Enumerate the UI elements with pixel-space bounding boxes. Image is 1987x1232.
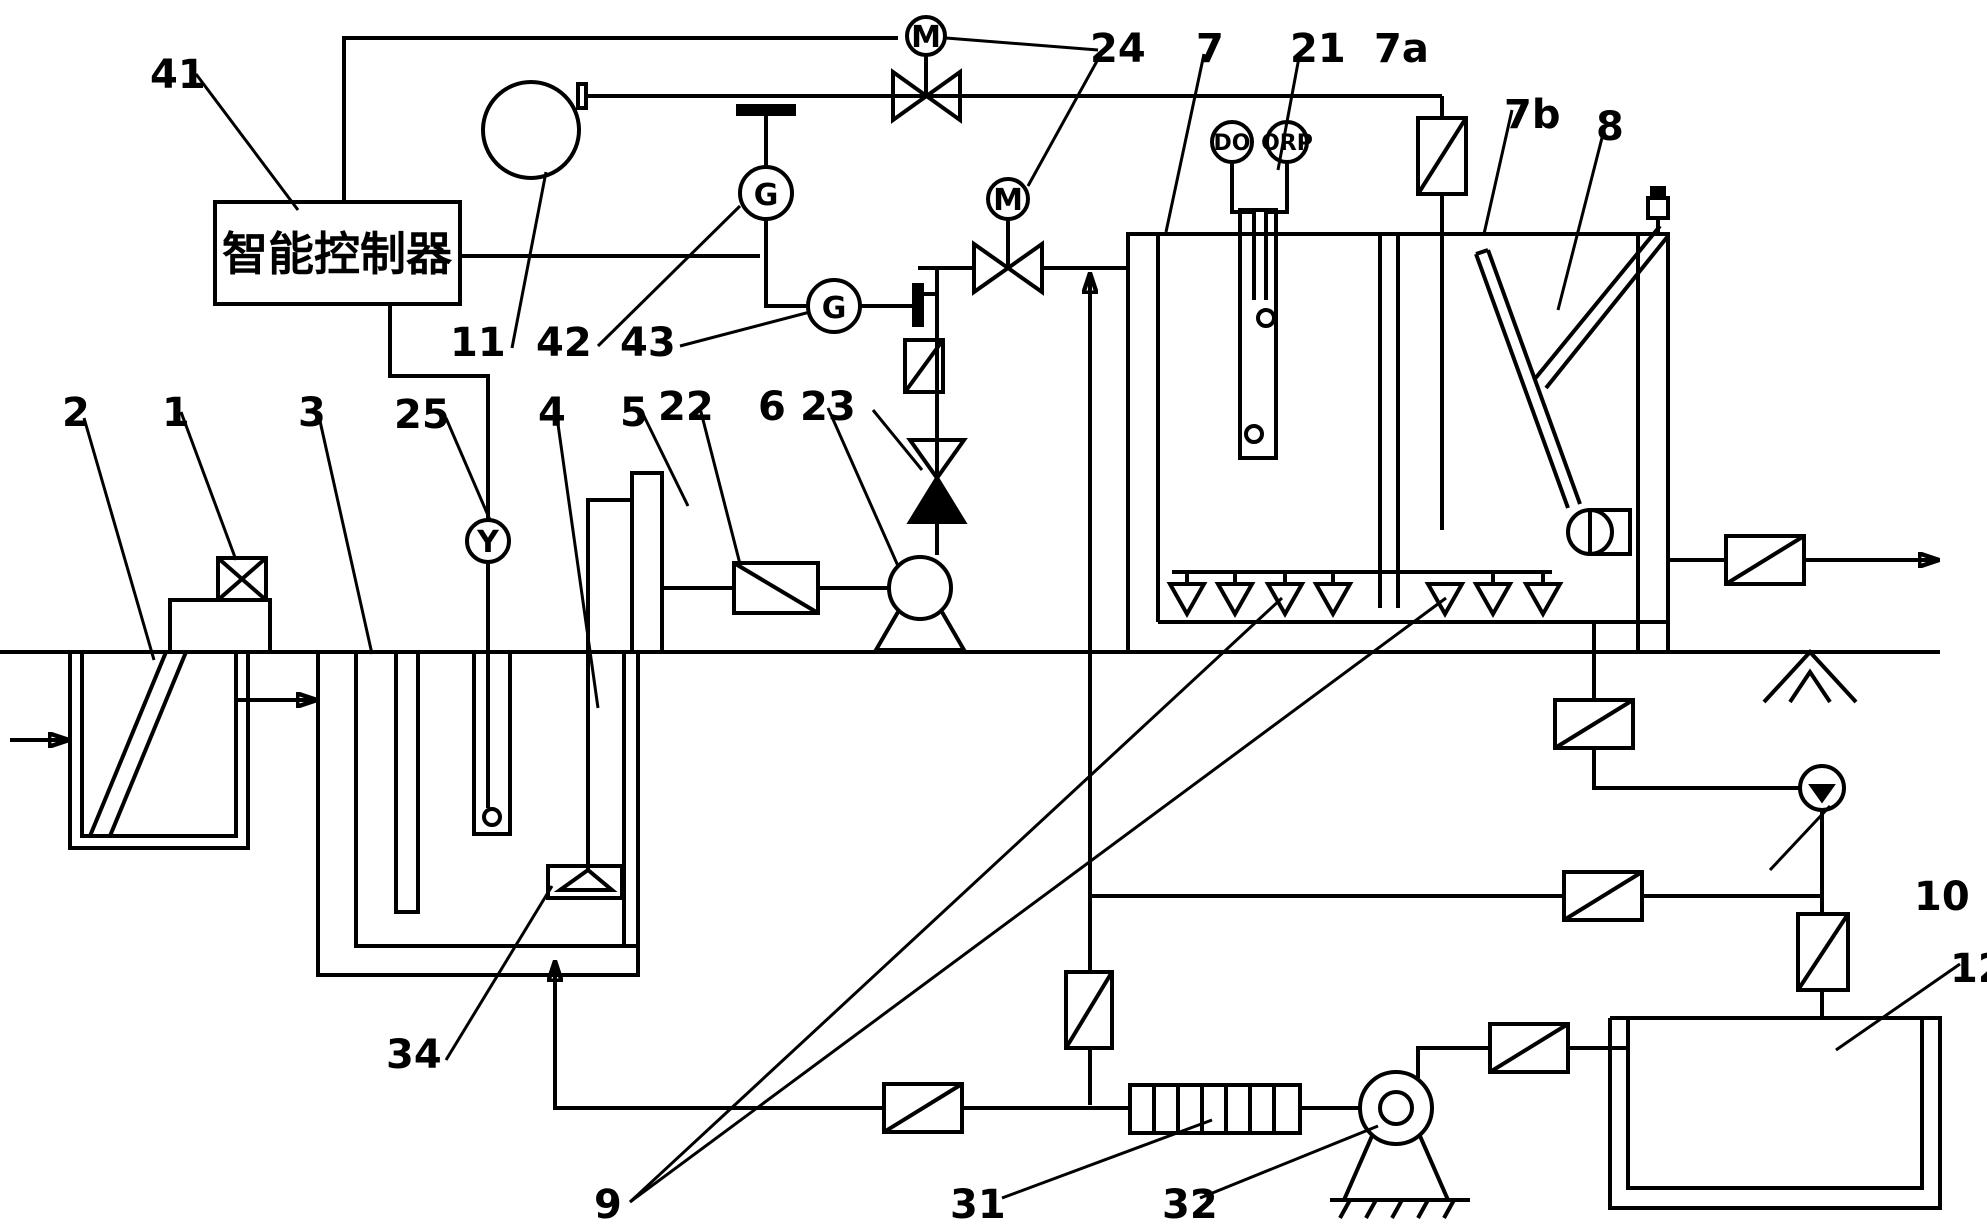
motor-symbol-top: M [911, 20, 941, 55]
label-41: 41 [150, 52, 206, 98]
label-9: 9 [594, 1182, 622, 1228]
level-probe-25: Y [465, 518, 512, 836]
do-symbol: DO [1214, 131, 1251, 156]
label-7: 7 [1196, 26, 1224, 72]
label-1: 1 [162, 390, 190, 436]
sludge-to-pump10 [1592, 748, 1800, 790]
label-3: 3 [298, 390, 326, 436]
sludge-pump-10 [1798, 764, 1846, 812]
flange [912, 283, 924, 327]
motor-symbol-24: M [993, 183, 1023, 218]
gauge-43: G [806, 278, 862, 334]
blower [481, 80, 581, 180]
label-25: 25 [394, 392, 450, 438]
label-8: 8 [1596, 104, 1624, 150]
label-2: 2 [62, 390, 90, 436]
controller-text: 智能控制器 [222, 227, 453, 281]
check-valve-23 [906, 438, 968, 524]
label-6: 6 [758, 384, 786, 430]
standpipe-5 [630, 471, 664, 654]
label-12: 12 [1950, 946, 1987, 992]
label-23: 23 [800, 384, 856, 430]
number-labels: 41 11 42 43 24 7 21 7a 7b 8 10 12 22 6 2… [62, 26, 1987, 1228]
label-32: 32 [1162, 1182, 1218, 1228]
pump-32 [1330, 1070, 1470, 1219]
diffusers-9 [1166, 572, 1564, 619]
ground-support [1762, 649, 1858, 704]
label-10: 10 [1914, 874, 1970, 920]
gauge-42: G [738, 165, 794, 221]
leader-lines [82, 36, 1961, 1204]
probe-tip-lower [1244, 424, 1264, 444]
label-43: 43 [620, 320, 676, 366]
label-31: 31 [950, 1182, 1006, 1228]
bottom-pipe [553, 964, 1130, 1110]
label-22: 22 [658, 384, 714, 430]
blower-outlet [576, 82, 588, 110]
controller-wire-level [388, 304, 490, 520]
pump-6 [872, 555, 968, 652]
controller-wire-top [342, 36, 898, 202]
grid-tank [68, 651, 250, 850]
level-symbol: Y [476, 525, 500, 560]
label-34: 34 [386, 1032, 442, 1078]
pump32-to-tank12 [1416, 1046, 1490, 1078]
orp-symbol: ORP [1261, 131, 1313, 156]
diffuser-34 [546, 864, 624, 900]
gauge-symbol-42: G [754, 178, 779, 213]
label-42: 42 [536, 320, 592, 366]
label-7a: 7a [1374, 26, 1429, 72]
label-5: 5 [620, 390, 648, 436]
air-branch-stub [736, 104, 796, 116]
diffuser-34-cone [553, 867, 618, 892]
label-21: 21 [1290, 26, 1346, 72]
decanter-8 [1474, 186, 1670, 556]
label-7b: 7b [1504, 92, 1560, 138]
reactor-tank [1126, 232, 1670, 654]
probe-holder [1238, 208, 1278, 460]
gauge-symbol-43: G [822, 291, 847, 326]
label-24: 24 [1090, 26, 1146, 72]
tank-12 [1608, 1016, 1942, 1210]
probe-tip-upper [1256, 308, 1276, 328]
label-11: 11 [450, 320, 506, 366]
intelligent-controller: 智能控制器 [213, 200, 462, 306]
label-4: 4 [538, 390, 566, 436]
motorized-valve-top: M [891, 15, 962, 124]
gauge-wire [764, 219, 808, 308]
grid-box [168, 556, 272, 654]
flow-meter-reflux [903, 338, 945, 394]
motorized-valve-24: M [972, 177, 1044, 296]
